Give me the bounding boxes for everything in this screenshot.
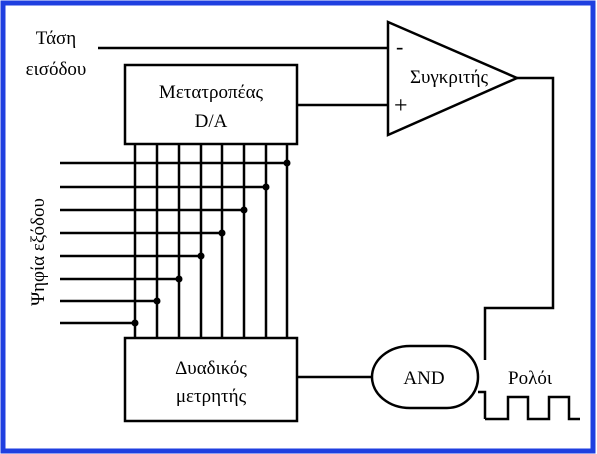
digit-output-lines (60, 161, 287, 325)
comparator-minus-sign: - (396, 34, 403, 59)
dac-label: D/A (195, 111, 228, 132)
and-gate-label: AND (403, 368, 444, 389)
counter-label: μετρητής (176, 386, 247, 407)
clock-input-wire (478, 390, 487, 419)
comparator-triangle (386, 20, 521, 137)
clock-waveform (485, 395, 580, 421)
counter-block (123, 336, 299, 423)
junction-dots (131, 159, 291, 327)
comparator-label: Συγκριτής (410, 67, 489, 88)
clock-label: Ρολόι (508, 368, 553, 389)
digits-output-label: Ψηφία εξόδου (28, 198, 49, 306)
bit-bus (133, 144, 289, 338)
comparator-output-wire (483, 76, 555, 360)
input-voltage-label: εισόδου (26, 59, 87, 80)
dac-block (123, 63, 299, 146)
and-gate (370, 344, 480, 410)
comparator-plus-sign: + (394, 93, 408, 119)
input-voltage-label: Τάση (36, 28, 76, 49)
counter-label: Δυαδικός (175, 358, 247, 379)
dac-label: Μετατροπέας (159, 82, 264, 103)
